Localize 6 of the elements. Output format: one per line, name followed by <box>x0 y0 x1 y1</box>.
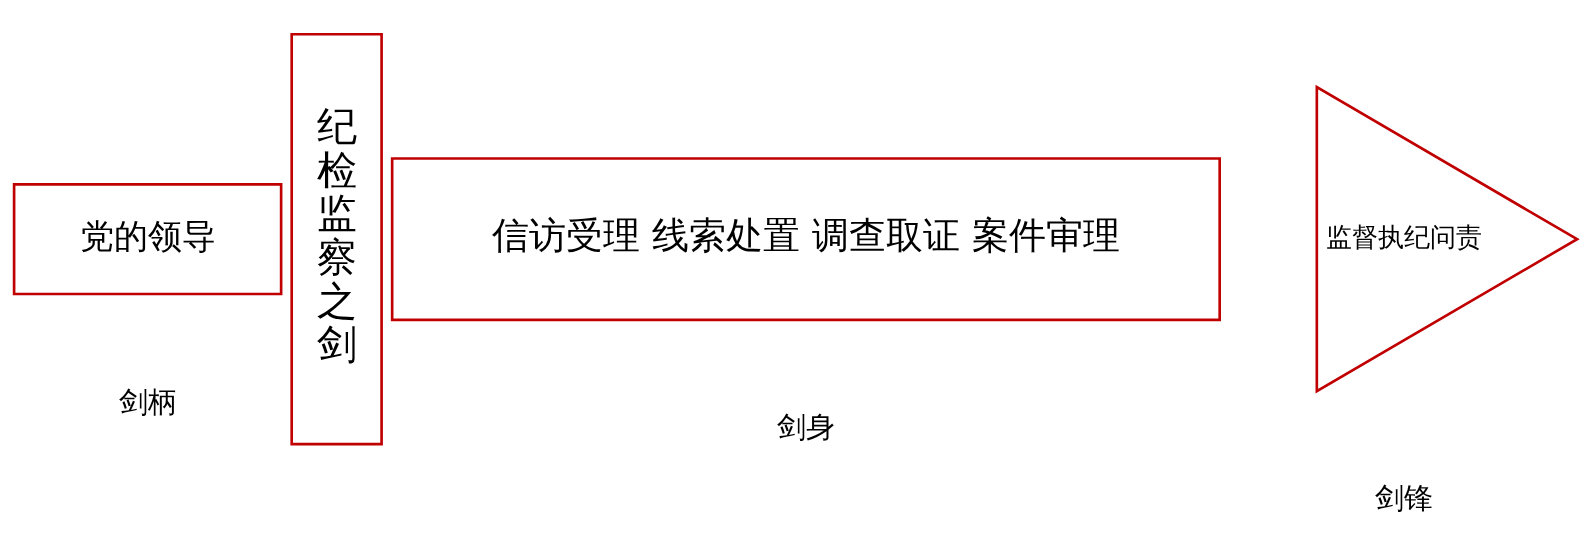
node-box: 信访受理 线索处置 调查取证 案件审理 <box>390 156 1221 321</box>
label: 剑柄 <box>118 384 177 419</box>
node-box: 纪检监察之剑 <box>290 32 383 445</box>
node-box: 党的领导 <box>12 182 283 295</box>
label: 剑锋 <box>1374 480 1433 515</box>
label: 剑身 <box>776 409 835 444</box>
